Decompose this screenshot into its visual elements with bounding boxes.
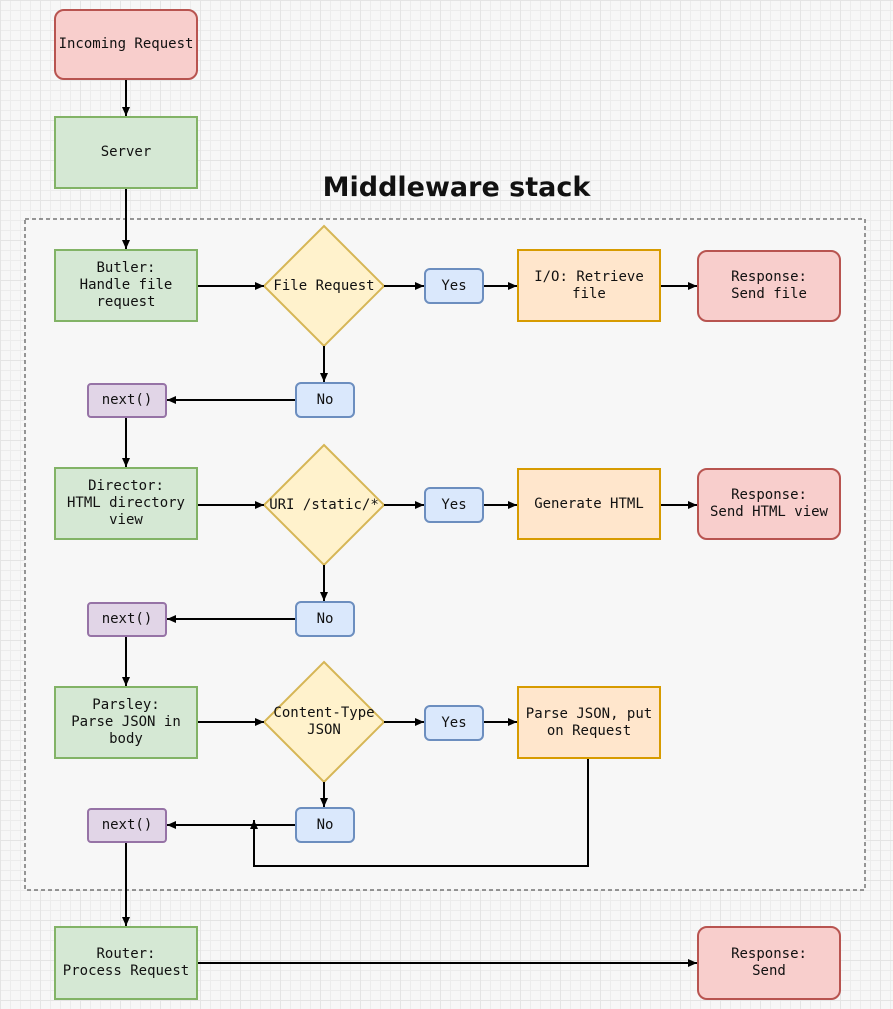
response-send-file-node[interactable]: Response: Send file — [697, 250, 841, 322]
next-node-2[interactable]: next() — [87, 602, 167, 637]
parse-json-node[interactable]: Parse JSON, put on Request — [517, 686, 661, 759]
next-node-3[interactable]: next() — [87, 808, 167, 843]
no-node-3[interactable]: No — [295, 807, 355, 843]
no-node-2[interactable]: No — [295, 601, 355, 637]
router-node[interactable]: Router: Process Request — [54, 926, 198, 1000]
yes-node-1[interactable]: Yes — [424, 268, 484, 304]
file-request-label[interactable]: File Request — [273, 277, 375, 294]
server-node[interactable]: Server — [54, 116, 198, 189]
no-node-1[interactable]: No — [295, 382, 355, 418]
middleware-stack-title: Middleware stack — [322, 172, 591, 203]
next-node-1[interactable]: next() — [87, 383, 167, 418]
edge-parse-json-to-next-3 — [250, 759, 589, 867]
yes-node-2[interactable]: Yes — [424, 487, 484, 523]
director-node[interactable]: Director: HTML directory view — [54, 467, 198, 540]
content-type-label[interactable]: Content-Type JSON — [273, 705, 375, 738]
yes-node-3[interactable]: Yes — [424, 705, 484, 741]
incoming-request-node[interactable]: Incoming Request — [54, 9, 198, 80]
parsley-node[interactable]: Parsley: Parse JSON in body — [54, 686, 198, 759]
response-send-html-node[interactable]: Response: Send HTML view — [697, 468, 841, 540]
retrieve-file-node[interactable]: I/O: Retrieve file — [517, 249, 661, 322]
butler-node[interactable]: Butler: Handle file request — [54, 249, 198, 322]
response-send-node[interactable]: Response: Send — [697, 926, 841, 1000]
generate-html-node[interactable]: Generate HTML — [517, 468, 661, 540]
uri-static-label[interactable]: URI /static/* — [269, 496, 379, 513]
middleware-stack-group — [24, 218, 866, 891]
